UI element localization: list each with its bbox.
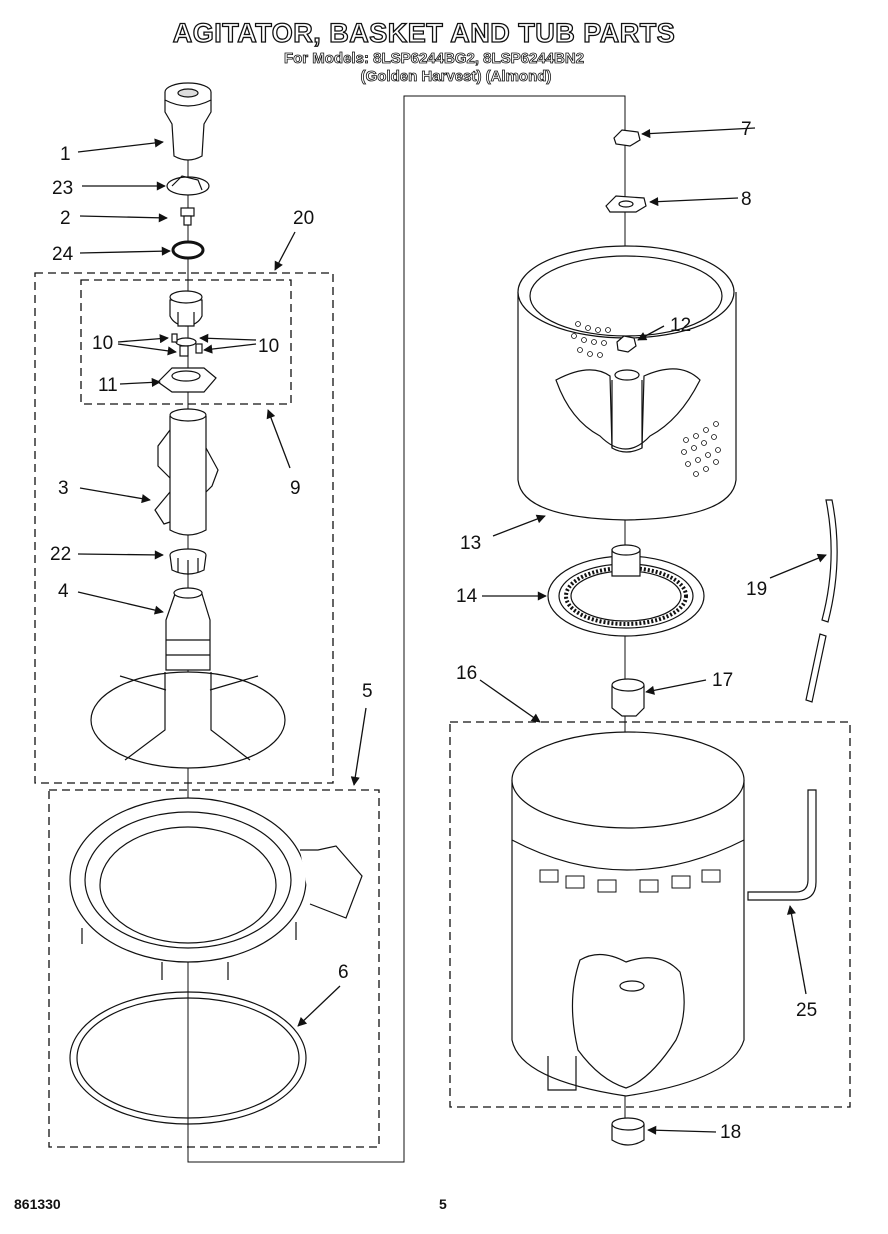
callout-10-left: 10 [92,333,113,354]
agitator-base-part [90,587,286,769]
leader-19 [769,553,827,579]
leader-8 [649,197,739,207]
callout-13: 13 [460,533,481,554]
drive-block-part [547,544,705,637]
leader-16 [479,679,541,723]
leader-1 [77,138,164,153]
leader-7 [641,127,756,139]
nut-part-7 [613,129,641,147]
callout-23: 23 [52,178,73,199]
tub-slots [539,869,721,893]
nut-part-12 [616,335,637,353]
leader-5 [350,707,367,786]
group-5-box [48,789,380,1148]
models-subtitle: For Models: 8LSP6244BG2, 8LSP6244BN2 [283,50,585,68]
callout-19: 19 [746,579,767,600]
callout-17: 17 [712,670,733,691]
hub-part [611,678,645,717]
callout-12: 12 [670,315,691,336]
leader-3 [79,487,151,504]
washer-part [171,240,205,260]
leader-13 [492,514,546,537]
leader-10a [117,334,169,344]
bolt-part [180,207,195,226]
outer-tub-part [511,731,745,1097]
callout-25: 25 [796,1000,817,1021]
callout-2: 2 [60,208,71,229]
colors-subtitle: (Golden Harvest) (Almond) [360,68,552,86]
callout-24: 24 [52,244,74,265]
group-16-box [449,721,851,1108]
leader-2 [79,213,168,223]
leader-25 [786,905,807,995]
leader-9 [266,409,291,469]
callout-18: 18 [720,1122,741,1143]
group-9-box [80,279,292,405]
dog-assembly-part [157,290,217,393]
leader-24 [79,246,171,256]
basket-holes [571,321,721,477]
callout-11: 11 [98,375,118,396]
page-title: AGITATOR, BASKET AND TUB PARTS [172,17,676,48]
basket-part [517,245,737,521]
bearing-part [169,548,207,575]
retaining-ring-part [69,991,307,1125]
callout-1: 1 [60,144,71,165]
leader-22 [77,550,164,560]
callout-6: 6 [338,962,349,983]
leader-12 [637,325,665,341]
callout-10-right: 10 [258,336,279,357]
group-20-box [34,272,334,784]
callout-4: 4 [58,581,69,602]
leader-10c [199,333,257,343]
doc-number: 861330 [14,1196,61,1212]
title-block: AGITATOR, BASKET AND TUB PARTS For Model… [0,16,888,86]
leader-10b [117,343,177,356]
callout-8: 8 [741,189,752,210]
auger-part [154,408,219,536]
hose-part [805,499,838,703]
callout-20: 20 [293,208,314,229]
nut-part-18 [611,1117,645,1146]
leader-11 [119,377,161,387]
callout-16: 16 [456,663,477,684]
leader-4 [77,591,164,615]
callout-3: 3 [58,478,69,499]
leader-18 [647,1125,717,1135]
agitator-cap-part [164,82,212,161]
tub-ring-part [69,797,363,980]
callout-14: 14 [456,586,478,607]
callout-labels: 1 23 2 24 20 10 10 11 9 3 22 4 5 6 7 8 1… [50,119,817,1143]
drain-hose-part [747,789,817,901]
leader-10d [203,343,257,354]
clip-part-8 [605,195,647,213]
page-number: 5 [439,1196,447,1212]
callout-7: 7 [741,119,752,140]
leader-17 [645,679,707,695]
callout-22: 22 [50,544,71,565]
seal-part [166,175,210,196]
callout-9: 9 [290,478,301,499]
callout-5: 5 [362,681,373,702]
leader-6 [297,985,341,1027]
leader-20 [274,231,296,271]
